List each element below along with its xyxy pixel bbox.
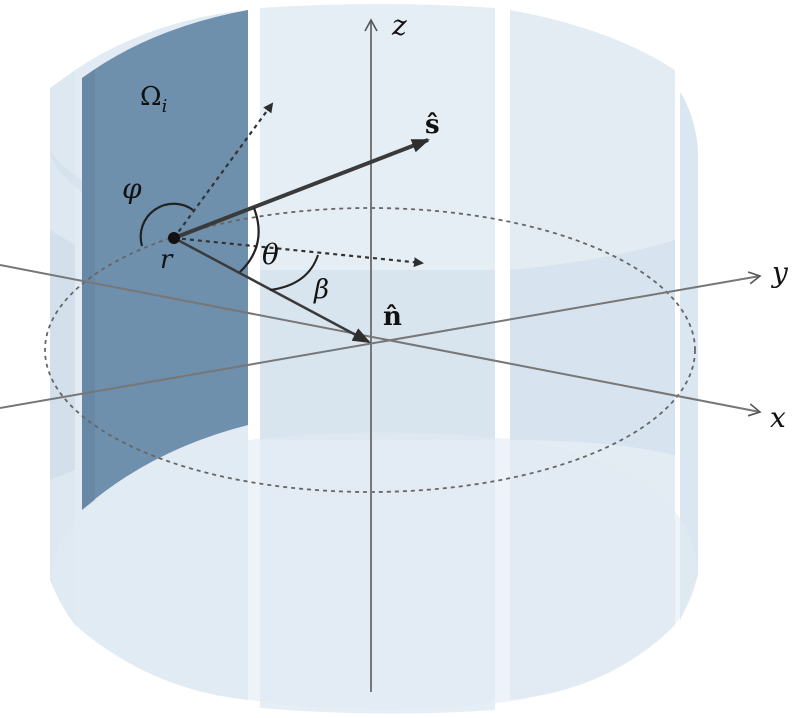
axis-y-label: y: [770, 256, 789, 289]
highlighted-panel: [82, 10, 248, 510]
n-hat-label: n̂: [383, 302, 402, 332]
axes: [0, 18, 762, 692]
point-r: [168, 232, 180, 244]
beta-label: β: [313, 275, 329, 305]
equator-ellipse: [44, 207, 696, 493]
axis-x-label: x: [770, 401, 786, 434]
highlighted-panel-shade: [82, 70, 95, 510]
cylinder-panels: [50, 4, 698, 714]
s-hat-vector: [173, 138, 430, 240]
axis-z-label: z: [391, 9, 407, 42]
y-axis: [0, 271, 762, 409]
x-axis: [0, 264, 762, 417]
panel-right-lower: [510, 240, 675, 455]
theta-arc: [239, 207, 260, 273]
region-label: Ωi: [140, 82, 167, 117]
panel-left-lower: [50, 230, 75, 480]
panel-center-lower: [260, 270, 495, 440]
phi-label: φ: [122, 172, 142, 205]
phi-arc: [139, 202, 194, 247]
panel-right-outer: [680, 92, 698, 620]
labels: Ωi z y x ŝ n̂ φ θ β r: [122, 9, 789, 434]
point-label: r: [160, 245, 174, 275]
dashed-up-vector: [173, 102, 274, 239]
region-subscript: i: [162, 96, 168, 117]
angle-arcs: [139, 202, 319, 291]
region-symbol: Ω: [140, 82, 162, 112]
beta-arc: [269, 254, 319, 291]
s-hat-label: ŝ: [425, 110, 440, 140]
bottom-face: [50, 432, 698, 710]
theta-label: θ: [262, 238, 279, 271]
dashed-right-vector: [173, 236, 424, 268]
